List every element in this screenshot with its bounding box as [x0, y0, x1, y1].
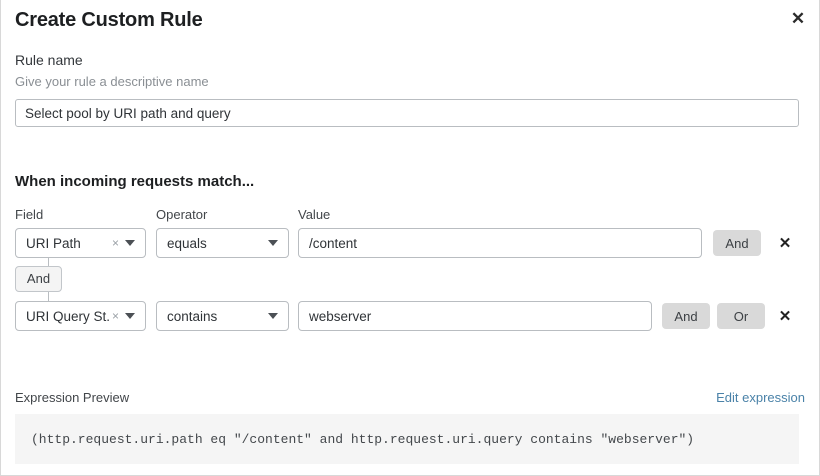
field-select-row-1[interactable]: URI Path ×	[15, 228, 146, 258]
operator-select-value-row-1: equals	[167, 235, 207, 251]
or-button-row-2[interactable]: Or	[717, 303, 765, 329]
logic-connector: And	[15, 258, 135, 301]
expression-preview-label: Expression Preview	[15, 390, 130, 405]
condition-row: URI Path × equals And ✕	[1, 228, 819, 258]
clear-icon[interactable]: ×	[111, 309, 119, 323]
and-button-row-2[interactable]: And	[662, 303, 710, 329]
rule-name-label: Rule name	[15, 52, 83, 68]
operator-select-row-2[interactable]: contains	[156, 301, 289, 331]
expression-preview-code: (http.request.uri.path eq "/content" and…	[15, 414, 799, 464]
operator-select-value-row-2: contains	[167, 308, 218, 324]
column-label-value: Value	[298, 207, 331, 222]
field-select-value-row-1: URI Path	[26, 235, 81, 251]
chevron-down-icon	[125, 240, 135, 246]
chevron-down-icon	[268, 240, 278, 246]
rule-name-input[interactable]	[15, 99, 799, 127]
clear-icon[interactable]: ×	[111, 236, 119, 250]
field-select-row-2[interactable]: URI Query St... ×	[15, 301, 146, 331]
rule-name-help-text: Give your rule a descriptive name	[15, 74, 209, 89]
connector-line-top	[48, 258, 49, 267]
connector-and-badge[interactable]: And	[15, 266, 62, 292]
edit-expression-link[interactable]: Edit expression	[716, 390, 805, 405]
value-input-row-1[interactable]	[298, 228, 702, 258]
condition-row: URI Query St... × contains And Or ✕	[1, 301, 819, 331]
column-label-field: Field	[15, 207, 44, 222]
delete-condition-row-1[interactable]: ✕	[773, 231, 797, 255]
chevron-down-icon	[268, 313, 278, 319]
conditions-heading: When incoming requests match...	[15, 173, 255, 190]
dialog-title: Create Custom Rule	[15, 9, 203, 31]
connector-line-bottom	[48, 292, 49, 301]
delete-condition-row-2[interactable]: ✕	[773, 304, 797, 328]
chevron-down-icon	[125, 313, 135, 319]
operator-select-row-1[interactable]: equals	[156, 228, 289, 258]
column-label-operator: Operator	[156, 207, 208, 222]
value-input-row-2[interactable]	[298, 301, 652, 331]
close-icon[interactable]: ✕	[786, 6, 810, 30]
field-select-value-row-2: URI Query St...	[26, 308, 110, 324]
and-button-row-1[interactable]: And	[713, 230, 761, 256]
